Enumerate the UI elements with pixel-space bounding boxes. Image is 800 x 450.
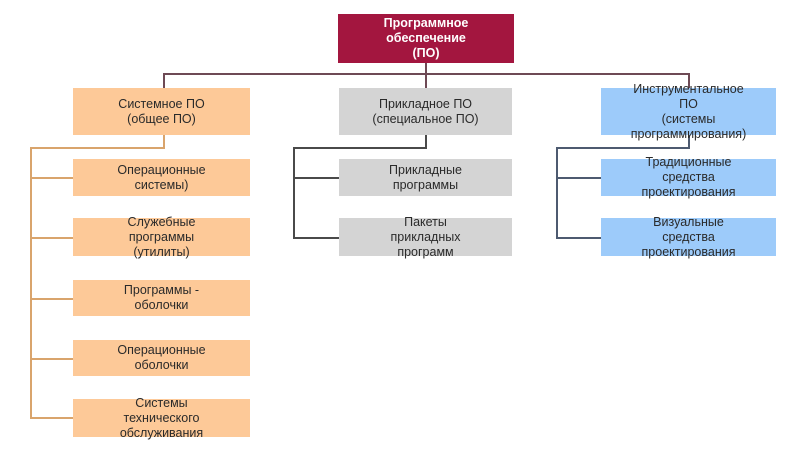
connector-system-child-4 [30,358,74,360]
node-maintenance-systems: Системы технического обслуживания [73,396,250,440]
connector-application-child-2 [293,237,339,239]
connector-system-spine [30,147,32,418]
connector-to-system [163,73,165,89]
connector-system-child-3 [30,298,74,300]
connector-system-top [30,147,165,149]
node-application-packages: Пакеты прикладных программ [339,215,512,259]
node-tool-software: Инструментальное ПО (системы программиро… [601,82,776,141]
connector-tools-child-2 [556,237,602,239]
node-operating-systems: Операционные системы) [73,159,250,196]
connector-to-tools [688,73,690,89]
connector-system-child-2 [30,237,74,239]
connector-application-child-1 [293,177,339,179]
connector-application-top [293,147,427,149]
node-system-software: Системное ПО (общее ПО) [73,88,250,135]
node-root-software: Программное обеспечение (ПО) [338,14,514,63]
node-application-software: Прикладное ПО (специальное ПО) [339,88,512,135]
connector-tools-spine [556,147,558,239]
connector-system-child-5 [30,417,74,419]
connector-tools-down [688,135,690,149]
node-traditional-design-tools: Традиционные средства проектирования [601,155,776,199]
node-shell-programs: Программы - оболочки [73,280,250,316]
node-operating-shells: Операционные оболочки [73,340,250,376]
connector-system-child-1 [30,177,74,179]
connector-application-down [425,135,427,149]
node-visual-design-tools: Визуальные средства проектирования [601,215,776,259]
connector-tools-child-1 [556,177,602,179]
connector-root-down [425,63,427,75]
connector-application-spine [293,147,295,239]
node-application-programs: Прикладные программы [339,159,512,196]
connector-to-application [425,73,427,89]
connector-tools-top [556,147,690,149]
node-utilities: Служебные программы (утилиты) [73,215,250,259]
connector-system-down [163,135,165,148]
